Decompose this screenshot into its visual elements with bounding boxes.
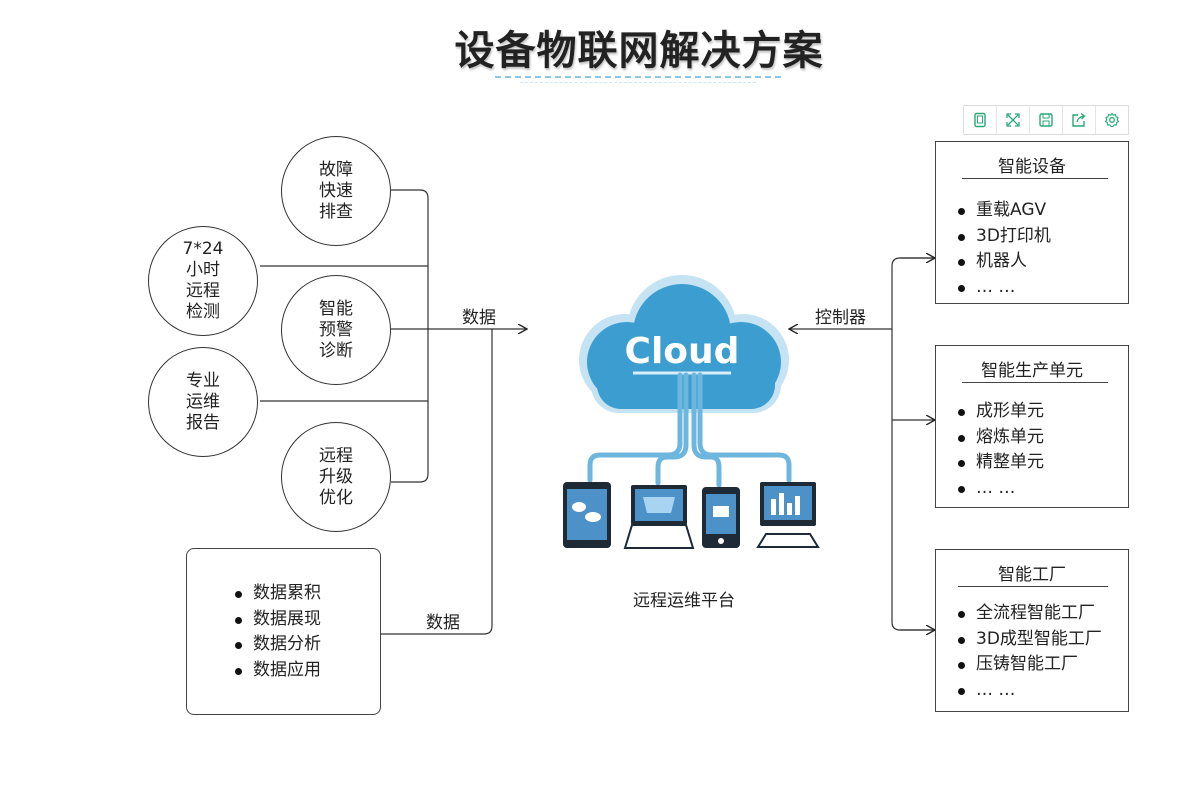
- list-item: 熔炼单元: [958, 425, 1044, 451]
- tablet-icon: [974, 112, 986, 128]
- left-collector-line: [391, 189, 429, 483]
- list-item: 压铸智能工厂: [958, 652, 1102, 678]
- share-button[interactable]: [1063, 106, 1096, 134]
- settings-button[interactable]: [1096, 106, 1128, 134]
- list-item: 3D成型智能工厂: [958, 627, 1102, 653]
- cloud-platform-illustration: Cloud: [563, 275, 820, 549]
- title-underline: [495, 76, 781, 78]
- list-item: 3D打印机: [958, 224, 1051, 250]
- circle-smart-warning: 智能 预警 诊断: [281, 275, 391, 385]
- tablet-icon: [563, 482, 611, 548]
- box-title-rule: [958, 586, 1108, 587]
- right-collector-line: [891, 257, 936, 631]
- tablet-view-button[interactable]: [964, 106, 997, 134]
- box-title: 智能工厂: [998, 565, 1066, 585]
- save-icon: [1039, 113, 1053, 127]
- controller-label: 控制器: [815, 308, 866, 328]
- box-list: 成形单元 熔炼单元 精整单元 … …: [958, 399, 1044, 501]
- list-item: 数据分析: [235, 632, 321, 658]
- cloud-text: Cloud: [625, 331, 740, 372]
- save-button[interactable]: [1030, 106, 1063, 134]
- data-label-top: 数据: [462, 308, 496, 328]
- list-item: 成形单元: [958, 399, 1044, 425]
- list-item: 数据展现: [235, 607, 321, 633]
- box-list: 重载AGV 3D打印机 机器人 … …: [958, 198, 1051, 300]
- list-item: … …: [958, 678, 1102, 704]
- title-underline-secondary: [520, 82, 756, 83]
- share-icon: [1072, 112, 1086, 127]
- box-title: 智能生产单元: [981, 361, 1083, 381]
- circle-24h-monitoring: 7*24 小时 远程 检测: [148, 226, 258, 336]
- circle-ops-report: 专业 运维 报告: [148, 347, 258, 457]
- list-item: … …: [958, 476, 1044, 502]
- cloud-connectors: [587, 372, 792, 488]
- box-smart-factories: 智能工厂 全流程智能工厂 3D成型智能工厂 压铸智能工厂 … …: [935, 549, 1129, 712]
- list-item: 机器人: [958, 249, 1051, 275]
- desktop-icon: [756, 482, 820, 548]
- box-list: 全流程智能工厂 3D成型智能工厂 压铸智能工厂 … …: [958, 601, 1102, 703]
- expand-button[interactable]: [997, 106, 1030, 134]
- list-item: 数据应用: [235, 658, 321, 684]
- data-arrow-bottom: [381, 329, 493, 635]
- data-label-bottom: 数据: [426, 613, 460, 633]
- laptop-icon: [623, 485, 695, 549]
- list-item: 精整单元: [958, 450, 1044, 476]
- box-smart-devices: 智能设备 重载AGV 3D打印机 机器人 … …: [935, 141, 1129, 304]
- box-title-rule: [962, 178, 1108, 179]
- expand-icon: [1006, 113, 1020, 127]
- data-box-list: 数据累积 数据展现 数据分析 数据应用: [235, 581, 321, 683]
- page-title: 设备物联网解决方案: [454, 28, 824, 74]
- phone-icon: [702, 487, 740, 548]
- list-item: 全流程智能工厂: [958, 601, 1102, 627]
- circle-remote-upgrade: 远程 升级 优化: [281, 422, 391, 532]
- list-item: 数据累积: [235, 581, 321, 607]
- data-box: 数据累积 数据展现 数据分析 数据应用: [186, 548, 381, 715]
- list-item: … …: [958, 275, 1051, 301]
- circle-fault-troubleshoot: 故障 快速 排查: [281, 136, 391, 246]
- cloud-icon: Cloud: [579, 275, 789, 413]
- box-title-rule: [962, 382, 1108, 383]
- settings-icon: [1104, 112, 1120, 128]
- platform-label: 远程运维平台: [633, 591, 735, 611]
- list-item: 重载AGV: [958, 198, 1051, 224]
- diagram-toolbar: [963, 105, 1129, 135]
- box-title: 智能设备: [998, 157, 1066, 177]
- box-smart-production-units: 智能生产单元 成形单元 熔炼单元 精整单元 … …: [935, 345, 1129, 508]
